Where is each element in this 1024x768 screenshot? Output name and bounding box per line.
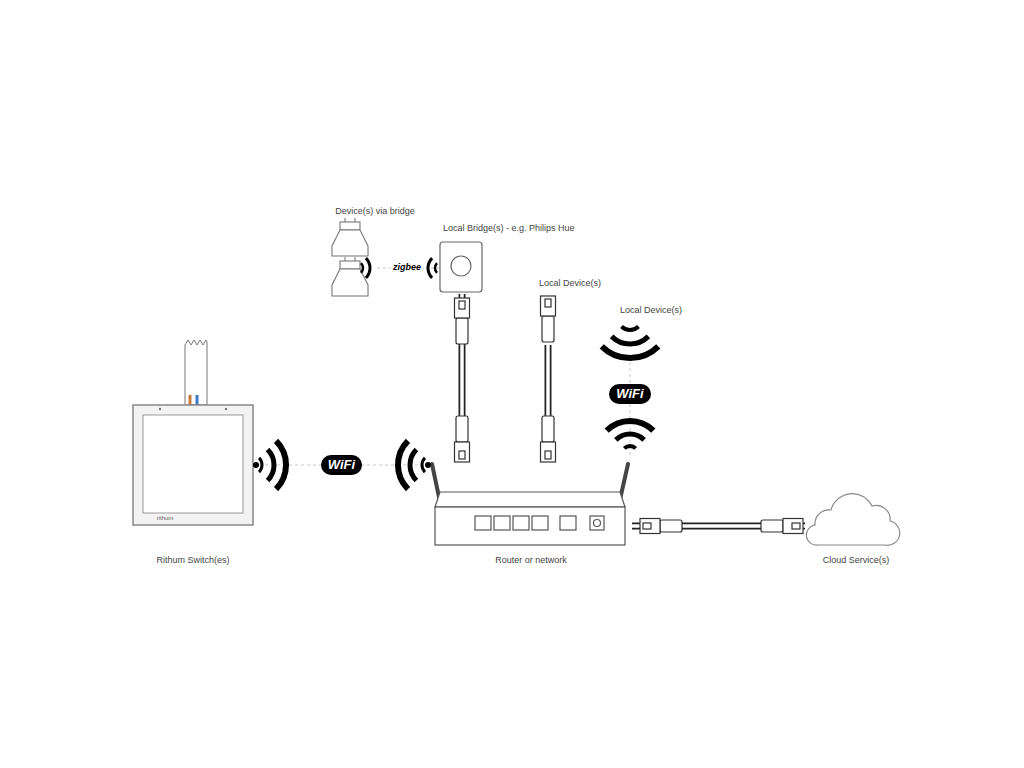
signal-wave [361,263,363,273]
cable-plug [541,416,556,462]
wifi-device: Local Device(s) [598,320,662,362]
cable-plug [455,298,470,344]
signal-wave [607,421,654,431]
wifi-logo: WiFi [321,455,362,475]
node-label: Local Device(s) [539,279,601,289]
cable-plug [541,296,556,342]
wifi-logo: WiFi [609,384,650,404]
cable-plug [455,416,470,462]
bridge-drawing [440,242,482,292]
signal-wave [259,458,262,472]
signal-wave [410,449,416,480]
signal-wave [276,441,286,489]
node-label: Device(s) via bridge [335,207,415,217]
wireless-link [630,362,631,458]
signal-wave [624,446,635,448]
cable-plug [761,519,803,534]
signal-wave [268,449,274,480]
cable-plug [640,519,682,534]
signal-wave [428,258,432,278]
signal-wave [398,441,408,489]
node-label: Local Device(s) [620,306,682,316]
rithum-switch: Rithum Switch(es)rithum [133,405,253,525]
node-label: Local Bridge(s) - e.g. Philips Hue [443,224,575,234]
bridge-device: Local Bridge(s) - e.g. Philips Hue [440,242,482,294]
signal-wave [366,258,370,278]
bulb-drawing [332,218,368,296]
signal-wave [612,336,649,344]
signal-dot [253,462,259,468]
cloud-drawing [806,494,899,546]
signal-wave [616,434,644,440]
router-drawing [432,464,628,545]
signal-wave [622,326,639,330]
cloud-service: Cloud Service(s) [805,488,897,546]
signal-wave [602,346,659,358]
node-label: Router or network [495,556,567,566]
brand-mark: rithum [157,515,174,522]
node-label: Rithum Switch(es) [156,556,229,566]
wired-device: Local Device(s) [540,295,556,345]
zigbee-logo: zigbee [391,262,423,274]
switch-drawing [133,340,253,525]
signal-dot [425,462,431,468]
router: Router or network [430,458,632,548]
node-label: Cloud Service(s) [823,556,890,566]
signal-wave [422,458,425,472]
bulb-device: Device(s) via bridge [326,220,374,300]
signal-wave [435,263,437,273]
